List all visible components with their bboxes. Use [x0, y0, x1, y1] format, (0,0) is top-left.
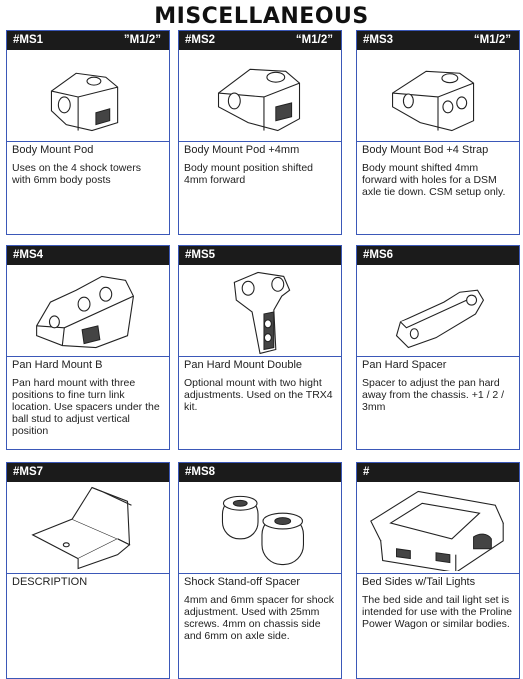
page-title: MISCELLANEOUS	[154, 4, 369, 29]
part-header: #MS7	[7, 463, 169, 482]
bed-sides-icon	[357, 483, 519, 574]
part-size: “M1/2”	[295, 34, 333, 46]
part-name: Body Mount Pod +4mm	[184, 144, 300, 156]
pan-hard-spacer-icon	[357, 266, 519, 354]
part-header: #MS1 ”M1/2”	[7, 31, 169, 50]
part-card: #MS4 Pan Hard Mount B Pan hard mount wit…	[6, 245, 170, 450]
part-card: #MS8 Shock Stand-off Spacer 4mm and 6mm …	[178, 462, 342, 679]
part-header: #MS4	[7, 246, 169, 265]
part-description: 4mm and 6mm spacer for shock adjustment.…	[184, 594, 334, 642]
part-name: Pan Hard Mount B	[12, 359, 103, 371]
part-card: #MS5 Pan Hard Mount Double Optional moun…	[178, 245, 342, 450]
part-code: #MS7	[13, 466, 44, 478]
part-name: DESCRIPTION	[12, 576, 88, 588]
part-card: #MS1 ”M1/2” Body Mount Pod Uses on the 4…	[6, 30, 170, 235]
part-size: ”M1/2”	[123, 34, 161, 46]
part-description: Pan hard mount with three positions to f…	[12, 377, 160, 437]
part-code: #MS3	[363, 34, 394, 46]
part-header: #MS2 “M1/2”	[179, 31, 341, 50]
part-name: Pan Hard Spacer	[362, 359, 447, 371]
body-mount-strap-icon	[357, 51, 519, 139]
part-description: The bed side and tail light set is inten…	[362, 594, 513, 630]
part-card: # Bed Sides w/Tail Lights The bed side a…	[356, 462, 520, 679]
part-card: #MS2 “M1/2” Body Mount Pod +4mm Body mou…	[178, 30, 342, 235]
part-header: #MS3 “M1/2”	[357, 31, 519, 50]
part-description: Spacer to adjust the pan hard away from …	[362, 377, 505, 413]
part-name: Bed Sides w/Tail Lights	[362, 576, 476, 588]
part-card: #MS7 DESCRIPTION	[6, 462, 170, 679]
shock-spacer-icon	[179, 483, 341, 571]
part-description: Body mount shifted 4mm forward with hole…	[362, 162, 506, 198]
part-code: #MS4	[13, 249, 44, 261]
part-card: #MS3 “M1/2” Body Mount Bod +4 Strap Body…	[356, 30, 520, 235]
part-code: #MS1	[13, 34, 44, 46]
part-code: #MS6	[363, 249, 394, 261]
pan-hard-mount-double-icon	[179, 266, 341, 355]
pan-hard-mount-icon	[7, 266, 169, 354]
part-code: #MS2	[185, 34, 216, 46]
part-header: #MS5	[179, 246, 341, 265]
part-name: Body Mount Bod +4 Strap	[362, 144, 489, 156]
part-description: Optional mount with two hight adjustment…	[184, 377, 333, 413]
part-header: #MS6	[357, 246, 519, 265]
body-mount-pod-icon	[7, 51, 169, 139]
part-card: #MS6 Pan Hard Spacer Spacer to adjust th…	[356, 245, 520, 450]
part-size: “M1/2”	[473, 34, 511, 46]
part-name: Shock Stand-off Spacer	[184, 576, 300, 588]
part-code: #	[363, 466, 370, 478]
part-header: #MS8	[179, 463, 341, 482]
body-mount-pod-4mm-icon	[179, 51, 341, 139]
bracket-icon	[7, 483, 169, 571]
part-name: Pan Hard Mount Double	[184, 359, 303, 371]
part-name: Body Mount Pod	[12, 144, 94, 156]
part-code: #MS8	[185, 466, 216, 478]
part-header: #	[357, 463, 519, 482]
part-code: #MS5	[185, 249, 216, 261]
part-description: Uses on the 4 shock towers with 6mm body…	[12, 162, 141, 186]
part-description: Body mount position shifted 4mm forward	[184, 162, 313, 186]
